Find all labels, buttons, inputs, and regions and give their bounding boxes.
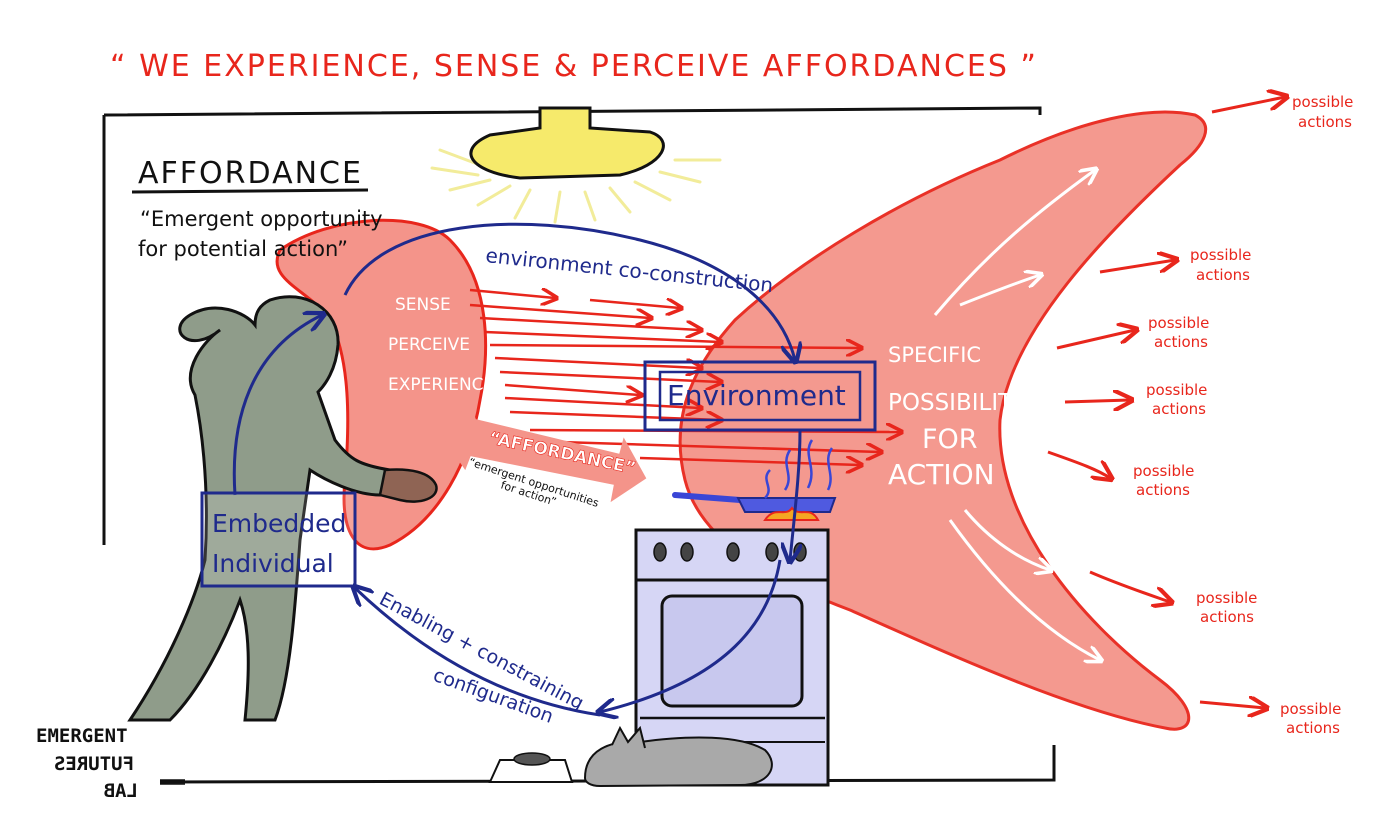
possible-actions-4-line2: actions (1152, 400, 1206, 418)
possible-actions-7-line2: actions (1286, 719, 1340, 737)
action-arrows (1047, 97, 1285, 708)
possible-actions-3-line2: actions (1154, 333, 1208, 351)
possible-actions-5-line2: actions (1136, 481, 1190, 499)
logo-line1: EMERGENT (36, 725, 128, 747)
environment-box: Environment (643, 360, 877, 432)
possible-actions-6-line2: actions (1200, 608, 1254, 626)
possible-actions-4-line1: possible (1146, 381, 1207, 399)
steam (764, 439, 834, 499)
possible-actions-2-line1: possible (1190, 246, 1251, 264)
possibilities-line-4: ACTION (888, 458, 995, 491)
logo-line3: LAB (104, 780, 138, 802)
possibilities-line-3: FOR (922, 424, 978, 455)
enabling-arrow (355, 588, 601, 717)
emergent-futures-lab-logo: EMERGENT FUTURES LAB (36, 725, 185, 802)
co-construction-label: environment co-construction (484, 243, 774, 297)
embedded-individual-box: Embedded Individual (200, 491, 357, 588)
possible-actions-labels: possible actions possible actions possib… (1133, 93, 1353, 737)
embedded-line1: Embedded (212, 509, 346, 538)
cat (583, 725, 773, 788)
food-bowl (488, 752, 574, 783)
possible-actions-1-line1: possible (1292, 93, 1353, 111)
ceiling-lamp (430, 106, 722, 224)
perceive-word: PERCEIVE (388, 335, 470, 355)
possible-actions-7-line1: possible (1280, 700, 1341, 718)
room-frame (102, 106, 1056, 784)
possible-actions-2-line2: actions (1196, 266, 1250, 284)
sense-words: SENSE PERCEIVE EXPERIENCE (388, 295, 494, 395)
person-figure (127, 295, 438, 722)
possibilities-line-2: POSSIBILITIES (888, 390, 1048, 416)
heading-underline (131, 188, 369, 194)
possible-actions-3-line1: possible (1148, 314, 1209, 332)
co-construction-arrow (343, 222, 795, 360)
definition-line2: for potential action” (138, 237, 348, 261)
frying-pan (672, 492, 837, 521)
white-arrows (933, 170, 1100, 660)
sense-word: SENSE (395, 295, 451, 315)
embedded-line2: Individual (212, 549, 334, 578)
logo-line2: FUTURES (54, 753, 134, 775)
environment-label: Environment (667, 379, 846, 412)
possible-actions-5-line1: possible (1133, 462, 1194, 480)
diagram-title: “ WE EXPERIENCE, SENSE & PERCEIVE AFFORD… (110, 49, 1038, 84)
definition-line1: “Emergent opportunity (140, 207, 383, 231)
stove-arrow (790, 429, 800, 560)
possibilities-text: SPECIFIC POSSIBILITIES FOR ACTION (888, 343, 1048, 491)
possible-actions-6-line1: possible (1196, 589, 1257, 607)
possibilities-line-1: SPECIFIC (888, 343, 981, 367)
configuration-return-arrow (600, 559, 782, 712)
affordance-heading: AFFORDANCE (138, 156, 363, 191)
possible-actions-1-line2: actions (1298, 113, 1352, 131)
embodiment-arrow (232, 315, 322, 496)
experience-word: EXPERIENCE (388, 375, 494, 395)
